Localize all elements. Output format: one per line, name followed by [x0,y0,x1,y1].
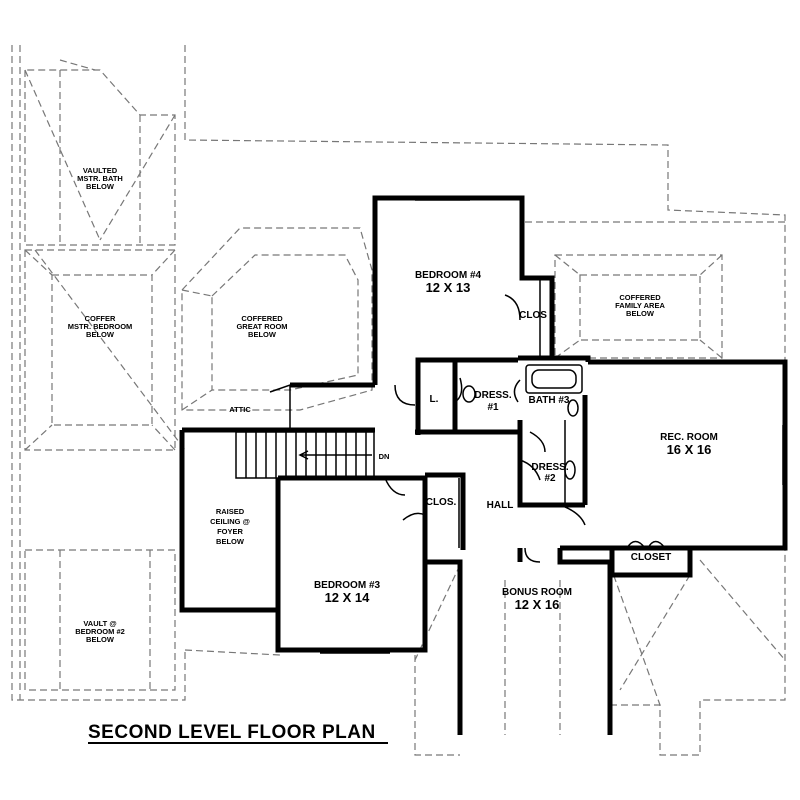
hall-label: HALL [487,500,514,511]
clos-mid-label: CLOS. [426,497,457,508]
note-vault-bedroom2-2: BEDROOM #2 [75,627,125,636]
note-coffered-family-area-3: BELOW [626,309,655,318]
roof-outlines [11,45,786,756]
dress2-label: DRESS. [531,462,568,473]
room-labels: BEDROOM #4 12 X 13 BEDROOM #3 12 X 14 RE… [314,270,718,612]
walls [179,195,788,735]
attic-label: ATTIC [229,405,251,414]
bedroom3-size: 12 X 14 [325,590,371,605]
note-coffer-mstr-bedroom-3: BELOW [86,330,115,339]
note-coffered-great-room-2: GREAT ROOM [236,322,287,331]
dress1-label: DRESS. [474,390,511,401]
note-coffered-great-room-3: BELOW [248,330,277,339]
dress1-number: #1 [487,402,499,413]
note-raised-ceiling-foyer-3: FOYER [217,527,243,536]
small-labels: CLOS CLOS. CLOSET DRESS. #1 DRESS. #2 BA… [229,310,671,563]
stair-down-label: DN [379,452,390,461]
stair-treads [235,431,375,479]
note-vaulted-mstr-bath-2: MSTR. BATH [77,174,123,183]
dress2-number: #2 [544,473,556,484]
note-raised-ceiling-foyer-4: BELOW [216,537,245,546]
closet-label: CLOSET [631,552,672,563]
note-coffer-mstr-bedroom-2: MSTR. BEDROOM [68,322,133,331]
note-coffered-great-room-1: COFFERED [241,314,283,323]
rec-room-size: 16 X 16 [667,442,712,457]
note-raised-ceiling-foyer-2: CEILING @ [210,517,250,526]
note-vaulted-mstr-bath-1: VAULTED [83,166,118,175]
note-coffered-family-area-2: FAMILY AREA [615,301,665,310]
plan-title: SECOND LEVEL FLOOR PLAN [88,722,376,743]
bedroom3-name: BEDROOM #3 [314,580,381,591]
linen-label: L. [430,394,439,405]
bonus-room-name: BONUS ROOM [502,587,572,598]
note-raised-ceiling-foyer-1: RAISED [216,507,245,516]
note-vault-bedroom2-1: VAULT @ [83,619,116,628]
bonus-room-size: 12 X 16 [515,597,560,612]
rec-room-name: REC. ROOM [660,432,718,443]
note-vaulted-mstr-bath-3: BELOW [86,182,115,191]
bedroom4-size: 12 X 13 [426,280,471,295]
clos-top-label: CLOS [519,310,547,321]
bedroom4-name: BEDROOM #4 [415,270,482,281]
note-coffer-mstr-bedroom-1: COFFER [85,314,116,323]
details [235,199,784,654]
note-coffered-family-area-1: COFFERED [619,293,661,302]
bath3-label: BATH #3 [529,395,570,406]
note-vault-bedroom2-3: BELOW [86,635,115,644]
below-notes: VAULTED MSTR. BATH BELOW COFFER MSTR. BE… [68,166,666,644]
